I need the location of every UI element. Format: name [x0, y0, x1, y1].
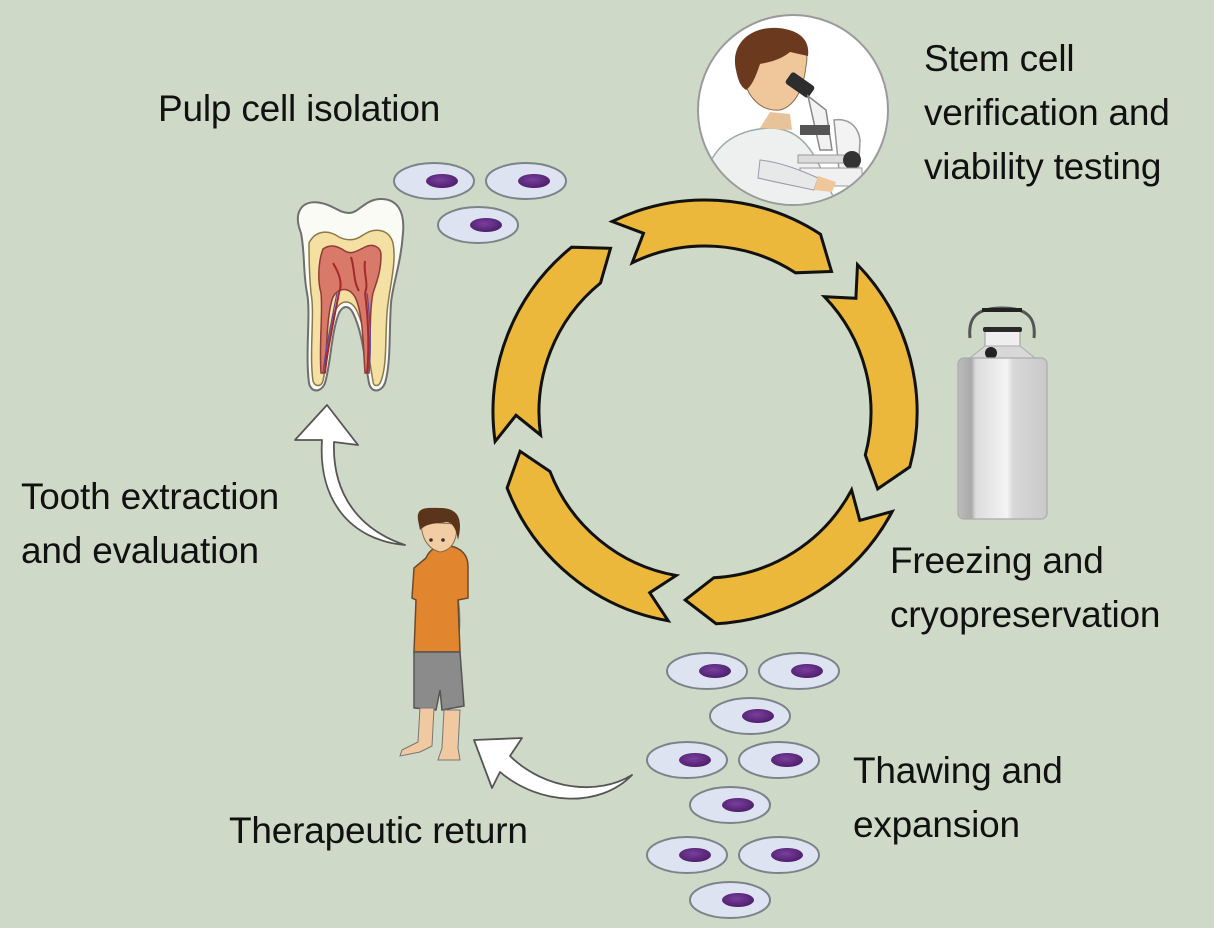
cycle-arrow-segment: [820, 261, 919, 492]
child-patient-icon: [399, 507, 469, 761]
step-label-extraction-line: Tooth extraction: [21, 476, 280, 517]
cryo-dewar-icon: [957, 306, 1048, 520]
cycle-arrow-segment: [682, 485, 896, 626]
cycle-arrow-segment: [608, 198, 834, 275]
step-label-verification-line: Stem cell: [924, 38, 1075, 79]
step-label-isolation-line: Pulp cell isolation: [158, 88, 441, 129]
step-label-isolation: Pulp cell isolation: [158, 82, 440, 136]
step-label-thawing: Thawing and expansion: [853, 744, 1063, 852]
step-label-return: Therapeutic return: [229, 804, 528, 858]
cycle-ring: [491, 198, 919, 626]
step-label-freezing-line: Freezing and: [890, 540, 1104, 581]
step-label-extraction: Tooth extraction and evaluation: [21, 470, 279, 578]
curved-arrow-to-tooth-icon: [294, 404, 406, 546]
step-label-thawing-line: expansion: [853, 804, 1020, 845]
isolated-cells-icon: [393, 162, 567, 244]
step-label-freezing-line: cryopreservation: [890, 594, 1161, 635]
step-label-verification-line: viability testing: [924, 146, 1162, 187]
tooth-cross-section-icon: [296, 197, 405, 392]
cell-cluster-icon: [646, 652, 840, 919]
step-label-verification: Stem cell verification and viability tes…: [924, 32, 1170, 194]
step-label-freezing: Freezing and cryopreservation: [890, 534, 1161, 642]
step-label-extraction-line: and evaluation: [21, 530, 259, 571]
step-label-return-line: Therapeutic return: [229, 810, 528, 851]
cycle-arrow-segment: [491, 245, 613, 446]
curved-arrow-to-child-icon: [473, 737, 633, 800]
step-label-thawing-line: Thawing and: [853, 750, 1063, 791]
scientist-microscope-icon: [697, 14, 889, 206]
cycle-arrow-segment: [505, 448, 681, 623]
step-label-verification-line: verification and: [924, 92, 1170, 133]
